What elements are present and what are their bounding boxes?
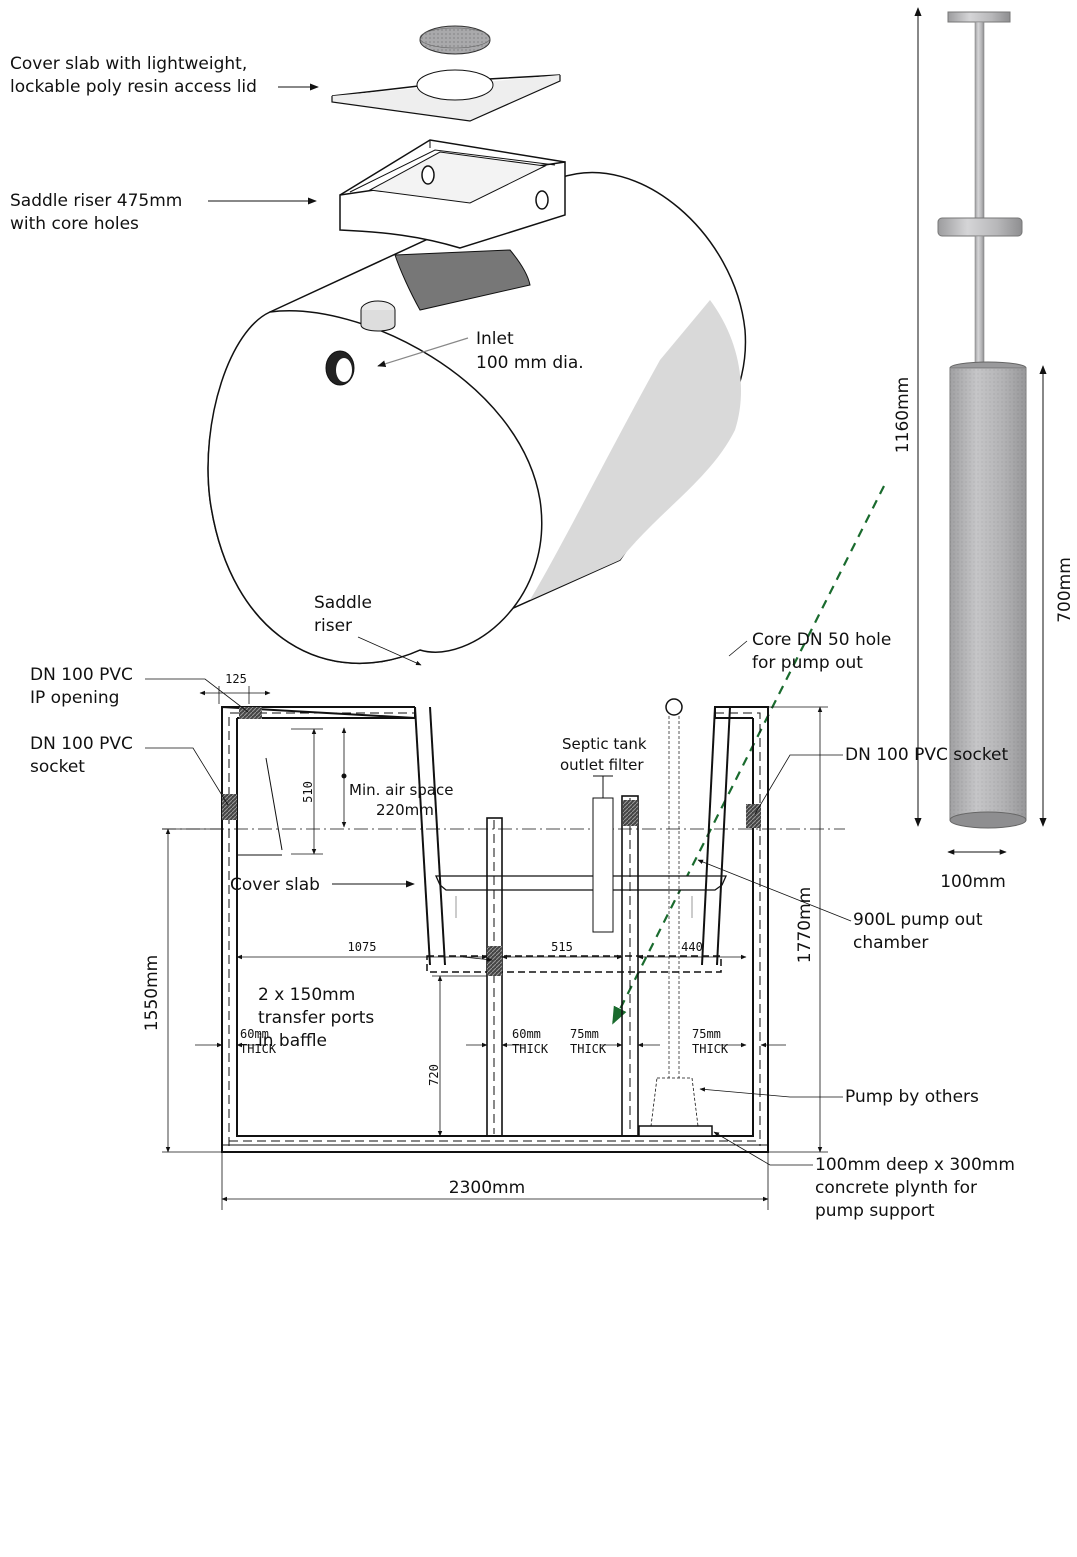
cover-slab-section bbox=[434, 875, 728, 918]
cover-slab-3d bbox=[331, 25, 561, 122]
access-lid bbox=[419, 25, 491, 55]
slab-outline bbox=[426, 955, 722, 973]
svg-text:220mm: 220mm bbox=[376, 801, 434, 819]
svg-text:60mm: 60mm bbox=[512, 1027, 541, 1041]
inlet-cap-body bbox=[360, 310, 396, 332]
label-saddle-riser-section: Saddle bbox=[314, 593, 372, 613]
label-saddle-riser: Saddle riser 475mm bbox=[10, 191, 182, 211]
svg-text:THICK: THICK bbox=[240, 1042, 277, 1056]
svg-text:outlet filter: outlet filter bbox=[560, 756, 644, 774]
dim-filter-height: 1160mm bbox=[893, 377, 913, 453]
tank-shading bbox=[530, 300, 742, 600]
baffle2-port bbox=[623, 800, 638, 826]
svg-text:THICK: THICK bbox=[692, 1042, 729, 1056]
dim-filter-dia: 100mm bbox=[940, 872, 1006, 892]
label-cover-slab: Cover slab bbox=[230, 875, 320, 895]
svg-text:THICK: THICK bbox=[570, 1042, 607, 1056]
tank-3d-view bbox=[207, 171, 747, 665]
svg-text:concrete plynth for: concrete plynth for bbox=[815, 1178, 977, 1198]
tank-top-opening bbox=[394, 249, 531, 311]
dim-2300: 2300mm bbox=[449, 1178, 525, 1198]
core-hole-icon bbox=[421, 165, 435, 185]
svg-text:chamber: chamber bbox=[853, 933, 928, 953]
svg-text:THICK: THICK bbox=[512, 1042, 549, 1056]
dim-1770: 1770mm bbox=[795, 887, 815, 963]
label-socket-left: DN 100 PVC bbox=[30, 734, 133, 754]
left-socket bbox=[222, 794, 237, 820]
saddle-riser-3d bbox=[339, 139, 566, 249]
plynth bbox=[638, 1125, 713, 1137]
svg-text:515: 515 bbox=[551, 940, 573, 954]
label-ip-opening: DN 100 PVC bbox=[30, 665, 133, 685]
svg-text:in baffle: in baffle bbox=[258, 1031, 327, 1051]
svg-text:socket: socket bbox=[30, 757, 85, 777]
svg-text:720: 720 bbox=[427, 1064, 441, 1086]
label-cover-slab-lid: Cover slab with lightweight, bbox=[10, 54, 247, 74]
svg-text:pump support: pump support bbox=[815, 1201, 935, 1221]
svg-text:with core holes: with core holes bbox=[10, 214, 139, 234]
label-inlet: Inlet bbox=[476, 329, 514, 349]
svg-text:1075: 1075 bbox=[348, 940, 377, 954]
filter-section bbox=[592, 775, 614, 933]
svg-text:75mm: 75mm bbox=[570, 1027, 599, 1041]
pump-icon bbox=[650, 1077, 699, 1127]
svg-text:60mm: 60mm bbox=[240, 1027, 269, 1041]
transfer-port bbox=[487, 946, 502, 976]
ip-opening-socket bbox=[239, 707, 262, 719]
svg-text:lockable poly resin access lid: lockable poly resin access lid bbox=[10, 77, 257, 97]
svg-text:75mm: 75mm bbox=[692, 1027, 721, 1041]
dim-1550: 1550mm bbox=[142, 955, 162, 1031]
svg-text:100 mm dia.: 100 mm dia. bbox=[476, 353, 584, 373]
label-air-space: Min. air space bbox=[349, 781, 453, 799]
dim-filter-screen: 700mm bbox=[1055, 557, 1075, 623]
core-hole-icon bbox=[535, 190, 549, 210]
svg-text:transfer ports: transfer ports bbox=[258, 1008, 374, 1028]
label-plynth: 100mm deep x 300mm bbox=[815, 1155, 1015, 1175]
outlet-filter-image bbox=[937, 11, 1027, 829]
svg-text:for pump out: for pump out bbox=[752, 653, 863, 673]
svg-text:125: 125 bbox=[225, 672, 247, 686]
svg-text:510: 510 bbox=[301, 781, 315, 803]
label-core-hole: Core DN 50 hole bbox=[752, 630, 891, 650]
svg-text:440: 440 bbox=[681, 940, 703, 954]
label-chamber: 900L pump out bbox=[853, 910, 983, 930]
svg-text:IP opening: IP opening bbox=[30, 688, 119, 708]
label-pump: Pump by others bbox=[845, 1087, 979, 1107]
svg-text:riser: riser bbox=[314, 616, 352, 636]
tank-section bbox=[221, 705, 769, 1153]
label-filter: Septic tank bbox=[562, 735, 647, 753]
label-socket-right: DN 100 PVC socket bbox=[845, 745, 1009, 765]
label-transfer: 2 x 150mm bbox=[258, 985, 355, 1005]
filter-guide-line bbox=[612, 485, 885, 1025]
tank-end-cap bbox=[207, 310, 543, 665]
